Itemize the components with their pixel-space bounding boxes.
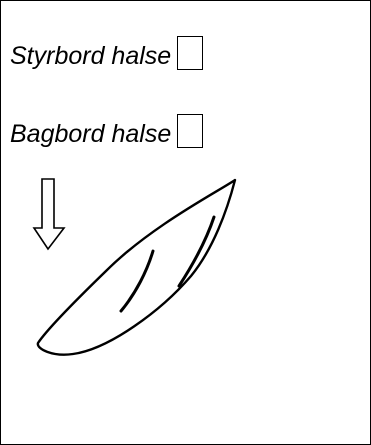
starboard-tack-label: Styrbord halse (10, 42, 172, 70)
port-tack-label: Bagbord halse (10, 120, 172, 148)
port-tack-checkbox[interactable] (177, 114, 204, 148)
sailing-sketch (32, 178, 237, 356)
option-starboard-tack[interactable]: Styrbord halse (10, 36, 204, 72)
starboard-tack-checkbox[interactable] (177, 36, 204, 70)
down-arrow-icon (32, 178, 66, 251)
option-port-tack[interactable]: Bagbord halse (10, 114, 204, 150)
boat-hull-icon (36, 178, 237, 356)
